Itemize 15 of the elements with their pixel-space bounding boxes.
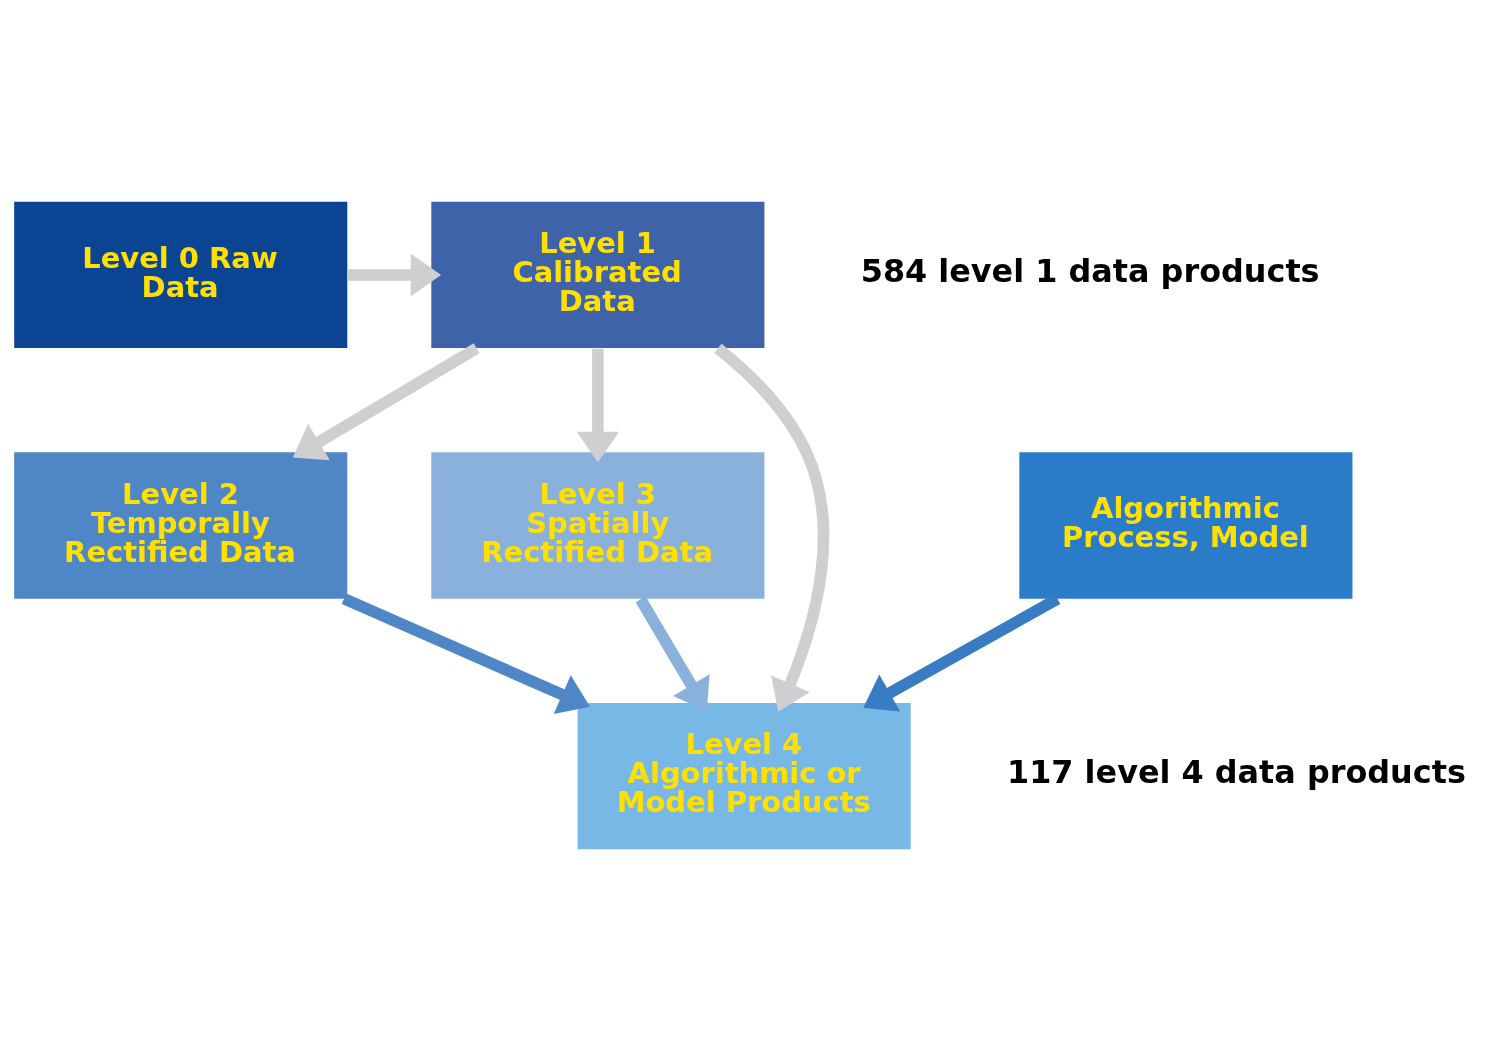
arrow bbox=[292, 342, 480, 460]
arrow bbox=[635, 595, 710, 711]
node-box: Algorithmic Process, Model bbox=[1019, 451, 1353, 599]
node-box: Level 1 Calibrated Data bbox=[431, 201, 765, 348]
arrow bbox=[347, 253, 442, 296]
arrow bbox=[341, 592, 591, 714]
arrow bbox=[714, 343, 830, 712]
arrow bbox=[576, 348, 620, 462]
label: 117 level 4 data products bbox=[1007, 752, 1466, 791]
node-box: Level 3 Spatially Rectified Data bbox=[431, 451, 765, 599]
label: 584 level 1 data products bbox=[860, 251, 1320, 290]
node-box: Level 0 Raw Data bbox=[14, 201, 348, 348]
arrow bbox=[863, 593, 1061, 712]
node-box: Level 4 Algorithmic or Model Products bbox=[577, 702, 911, 849]
node-box: Level 2 Temporally Rectified Data bbox=[14, 451, 348, 599]
